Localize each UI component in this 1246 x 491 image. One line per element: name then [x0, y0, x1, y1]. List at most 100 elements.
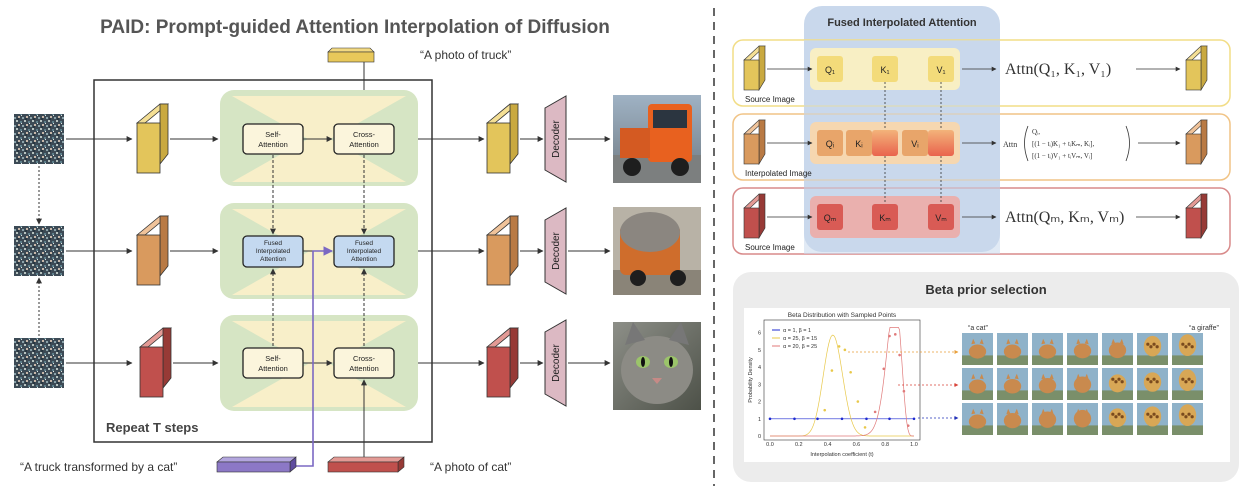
series-line-2 — [770, 327, 914, 437]
vm-label: Vₘ — [935, 213, 947, 223]
cross-attention-block-1: Cross- Attention — [333, 123, 395, 155]
sample-point — [837, 345, 841, 348]
prompt-left-token — [216, 456, 297, 473]
y-tick-label: 3 — [758, 382, 761, 388]
latent-block-red-in — [138, 327, 173, 398]
v1-block — [928, 56, 954, 82]
qi-block — [817, 130, 843, 156]
fused-attention-block-right: Fused Interpolated Attention — [333, 235, 395, 268]
legend-label: α = 20, β = 25 — [783, 344, 817, 350]
sample-point — [888, 417, 891, 421]
svg-text:Fused: Fused — [264, 240, 282, 247]
km-block — [872, 204, 898, 230]
decoder-3: Decoder — [544, 319, 567, 407]
noise-image-3 — [14, 338, 64, 388]
svg-text:Cross-: Cross- — [353, 354, 376, 363]
latent-block-orange-out — [485, 215, 520, 286]
x-tick-label: 1.0 — [910, 442, 918, 448]
sample-point — [902, 389, 906, 393]
noise-image-2 — [14, 226, 64, 276]
q1-label: Q₁ — [825, 65, 835, 75]
decoder-2: Decoder — [544, 207, 567, 295]
svg-text:Fused: Fused — [355, 240, 373, 247]
chart-xlabel: Interpolation coefficient (t) — [810, 452, 873, 458]
repeat-frame — [93, 79, 433, 443]
out-latent-i — [1185, 119, 1208, 166]
svg-text:Interpolated: Interpolated — [347, 248, 382, 255]
caption-interpolated: Interpolated Image — [745, 169, 812, 178]
q1-block — [817, 56, 843, 82]
y-tick-label: 6 — [758, 331, 761, 337]
figure-title: PAID: Prompt-guided Attention Interpolat… — [100, 17, 610, 38]
decoder-1: Decoder — [544, 95, 567, 183]
sample-point — [912, 417, 916, 421]
svg-text:Self-: Self- — [265, 130, 281, 139]
svg-text:Attn: Attn — [1003, 140, 1017, 149]
svg-text:Qᵢ,: Qᵢ, — [1032, 128, 1040, 136]
svg-text:Self-: Self- — [265, 354, 281, 363]
svg-text:Decoder: Decoder — [551, 119, 562, 157]
legend-label: α = 25, β = 15 — [783, 336, 817, 342]
latent-block-yellow-in — [135, 103, 170, 174]
km-label: Kₘ — [879, 213, 891, 223]
y-tick-label: 0 — [758, 434, 761, 440]
prompt-top-text: “A photo of truck” — [420, 48, 511, 62]
qm-label: Qₘ — [824, 213, 837, 223]
svg-text:Interpolated: Interpolated — [256, 248, 291, 255]
legend-label: α = 1, β = 1 — [783, 328, 811, 334]
sample-point — [830, 369, 834, 372]
formula-row2: Attn ( Qᵢ, [(1 − tᵢ)K₁ + tᵢKₘ, Kᵢ], [(1 … — [1003, 125, 1130, 162]
qm-block — [817, 204, 843, 230]
noise-image-1 — [14, 114, 64, 164]
k1-label: K₁ — [880, 65, 889, 75]
self-attention-block-1: Self- Attention — [242, 123, 304, 155]
x-tick-label: 0.6 — [853, 442, 861, 448]
y-tick-label: 1 — [758, 417, 761, 423]
fused-title: Fused Interpolated Attention — [827, 17, 977, 29]
x-tick-label: 0.2 — [795, 442, 803, 448]
output-image-truck — [613, 95, 701, 183]
formula-row1: Attn(Q₁, K₁, V₁) — [1005, 61, 1111, 78]
qi-label: Qᵢ — [826, 139, 834, 149]
vi-label: Vᵢ — [911, 139, 918, 149]
latent-block-red-out — [485, 327, 520, 398]
grid-label-giraffe: “a giraffe” — [1189, 325, 1219, 332]
sample-point — [865, 417, 868, 421]
svg-text:[(1 − tᵢ)V₁ + tᵢVₘ, Vᵢ]: [(1 − tᵢ)V₁ + tᵢVₘ, Vᵢ] — [1032, 152, 1092, 160]
source-latent-m — [743, 193, 766, 240]
interp-latent — [743, 119, 766, 166]
sample-point — [816, 417, 819, 421]
output-image-truck-cat — [613, 207, 701, 295]
y-tick-label: 5 — [758, 348, 761, 354]
sample-point — [768, 417, 772, 421]
svg-text:Attention: Attention — [351, 256, 377, 263]
repeat-label: Repeat T steps — [106, 420, 198, 435]
out-latent-m — [1185, 193, 1208, 240]
sample-point — [856, 400, 860, 403]
latent-block-orange-in — [135, 215, 170, 286]
x-tick-label: 0.0 — [766, 442, 774, 448]
fused-attention-block-left: Fused Interpolated Attention — [242, 235, 304, 268]
cross-attention-block-3: Cross- Attention — [333, 347, 395, 379]
sample-point — [888, 334, 891, 338]
sample-point — [843, 348, 847, 352]
sample-point — [882, 367, 886, 371]
svg-text:Decoder: Decoder — [551, 231, 562, 269]
svg-text:[(1 − tᵢ)K₁ + tᵢKₘ, Kᵢ],: [(1 − tᵢ)K₁ + tᵢKₘ, Kᵢ], — [1032, 140, 1095, 148]
caption-source-m: Source Image — [745, 243, 795, 252]
svg-text:Attention: Attention — [258, 140, 288, 149]
vi-block — [902, 130, 928, 156]
svg-text:Attention: Attention — [260, 256, 286, 263]
y-tick-label: 2 — [758, 400, 761, 406]
prompt-right-token — [327, 456, 405, 473]
sample-point — [893, 333, 897, 336]
svg-text:Cross-: Cross- — [353, 130, 376, 139]
v1-label: V₁ — [936, 65, 945, 75]
sample-point — [840, 417, 844, 421]
sample-point — [906, 424, 910, 427]
chart-title: Beta Distribution with Sampled Points — [788, 312, 897, 319]
sample-point — [873, 410, 877, 414]
sample-point — [898, 353, 901, 357]
svg-text:Decoder: Decoder — [551, 343, 562, 381]
